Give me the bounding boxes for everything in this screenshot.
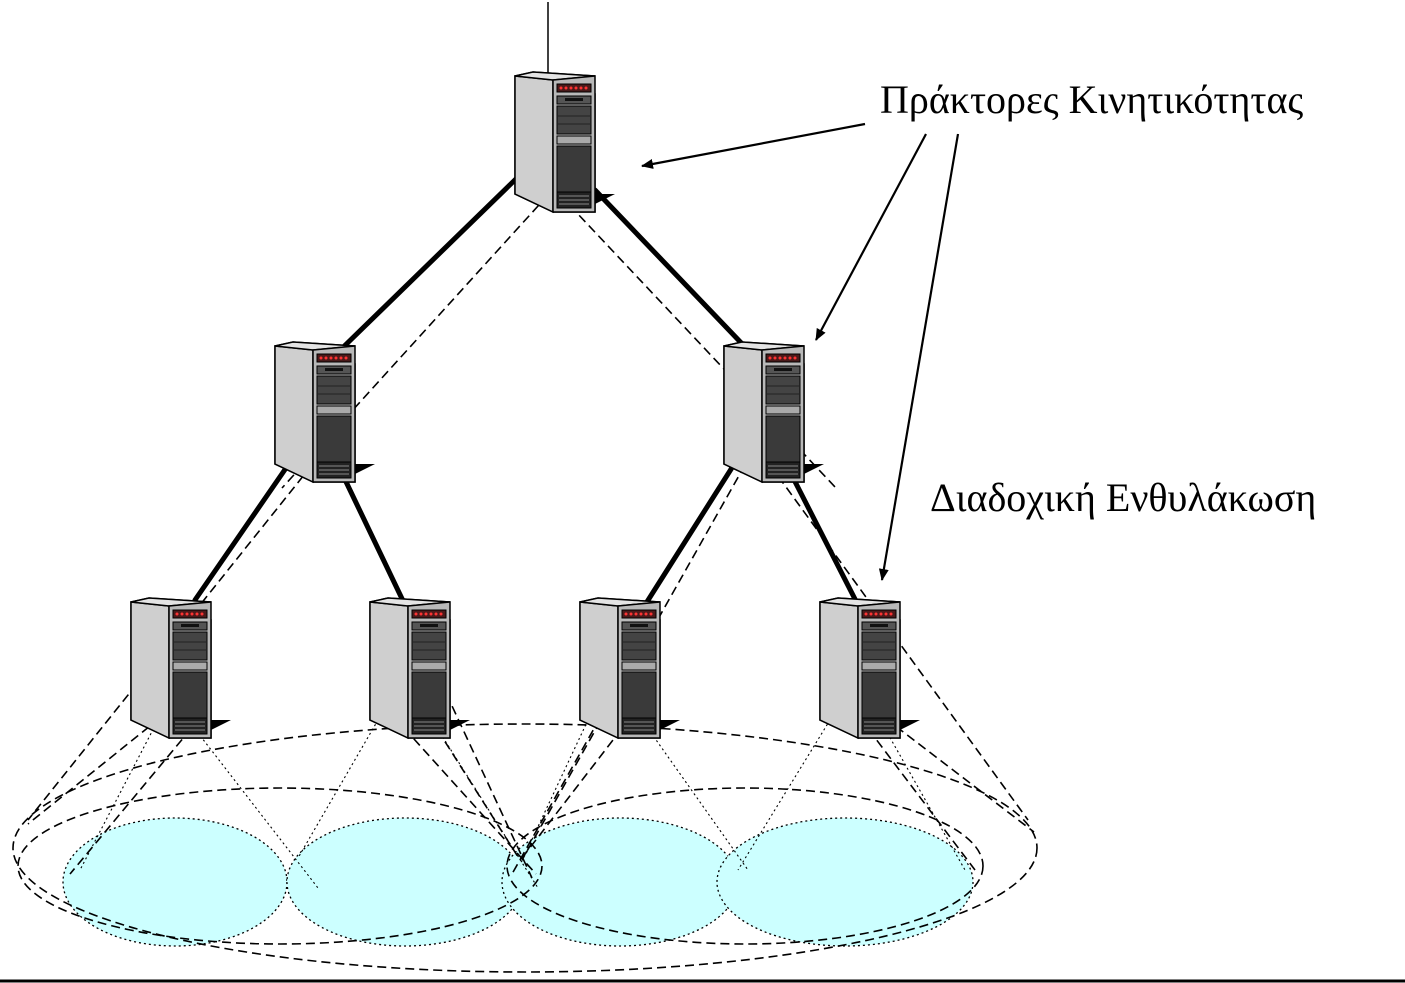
coverage-cells <box>62 817 974 947</box>
arrow-to-root <box>641 122 866 169</box>
arrow-to-level1 <box>815 133 927 341</box>
level2-server-2 <box>369 597 471 739</box>
cell-2 <box>286 817 524 947</box>
level1-left-server <box>274 341 376 483</box>
level2-server-3 <box>579 597 681 739</box>
mobility-agents-label: Πράκτορες Κινητικότητας <box>880 77 1303 122</box>
level1-right-server <box>723 341 825 483</box>
tree-connections <box>192 2 861 608</box>
right-subtree-region <box>506 787 984 945</box>
cell-4 <box>716 817 974 947</box>
left-subtree-region <box>17 787 543 945</box>
level2-server-4 <box>819 597 921 739</box>
level2-server-1 <box>130 597 232 739</box>
cell-1 <box>62 817 288 947</box>
arrow-to-level2 <box>878 133 960 581</box>
dashed-tunnel-lines <box>27 194 1035 879</box>
label-arrows <box>641 122 960 581</box>
coverage-regions <box>12 723 1038 973</box>
hierarchical-tunneling-label: Διαδοχική Ενθυλάκωση <box>930 475 1316 520</box>
root-server <box>514 71 616 213</box>
root-coverage-region <box>12 723 1038 973</box>
